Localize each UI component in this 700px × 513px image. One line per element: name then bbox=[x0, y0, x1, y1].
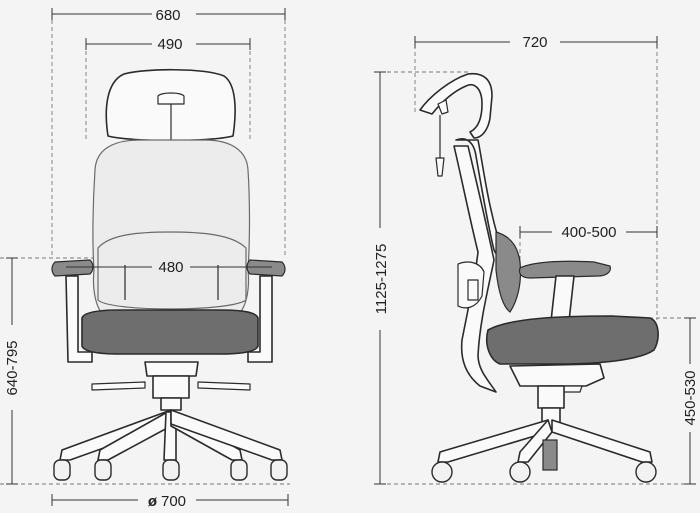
front-star-base bbox=[59, 409, 283, 461]
back-width-label: 490 bbox=[157, 36, 182, 53]
side-view: 720 400-500 1125-1275 450-530 bbox=[373, 34, 699, 485]
dimension-total-height: 1125-1275 bbox=[373, 71, 390, 485]
armrest-span-label: 480 bbox=[158, 259, 183, 276]
total-height-label: 1125-1275 bbox=[373, 244, 390, 315]
depth-label: 720 bbox=[522, 34, 547, 51]
dimension-armrest-height: 450-530 bbox=[682, 317, 699, 485]
armrest-height-label: 450-530 bbox=[682, 370, 699, 425]
front-casters bbox=[53, 459, 288, 481]
seat-height-label: 640-795 bbox=[4, 340, 21, 395]
side-armrest bbox=[518, 260, 611, 279]
armrest-depth-label: 400-500 bbox=[561, 224, 616, 241]
front-left-armrest bbox=[51, 259, 94, 277]
side-headrest bbox=[419, 72, 493, 139]
dimension-armrest-depth: 400-500 bbox=[519, 224, 658, 241]
dimension-armrest-span: 480 bbox=[66, 259, 272, 276]
overall-width-label: 680 bbox=[155, 7, 180, 24]
front-view: 680 490 480 bbox=[0, 7, 290, 510]
dimension-overall-width: 680 bbox=[51, 7, 286, 24]
dimension-seat-height: 640-795 bbox=[4, 257, 21, 485]
dimension-back-width: 490 bbox=[85, 36, 251, 53]
front-seat bbox=[81, 309, 259, 355]
diameter-symbol: ø bbox=[148, 493, 158, 510]
side-star-base bbox=[437, 419, 653, 471]
dimension-base-diameter: ø 700 bbox=[51, 493, 289, 510]
dimension-depth: 720 bbox=[414, 34, 658, 51]
front-right-armrest bbox=[246, 259, 286, 277]
side-casters bbox=[431, 461, 657, 483]
base-diameter-label: 700 bbox=[161, 493, 186, 510]
side-seat bbox=[485, 315, 659, 365]
